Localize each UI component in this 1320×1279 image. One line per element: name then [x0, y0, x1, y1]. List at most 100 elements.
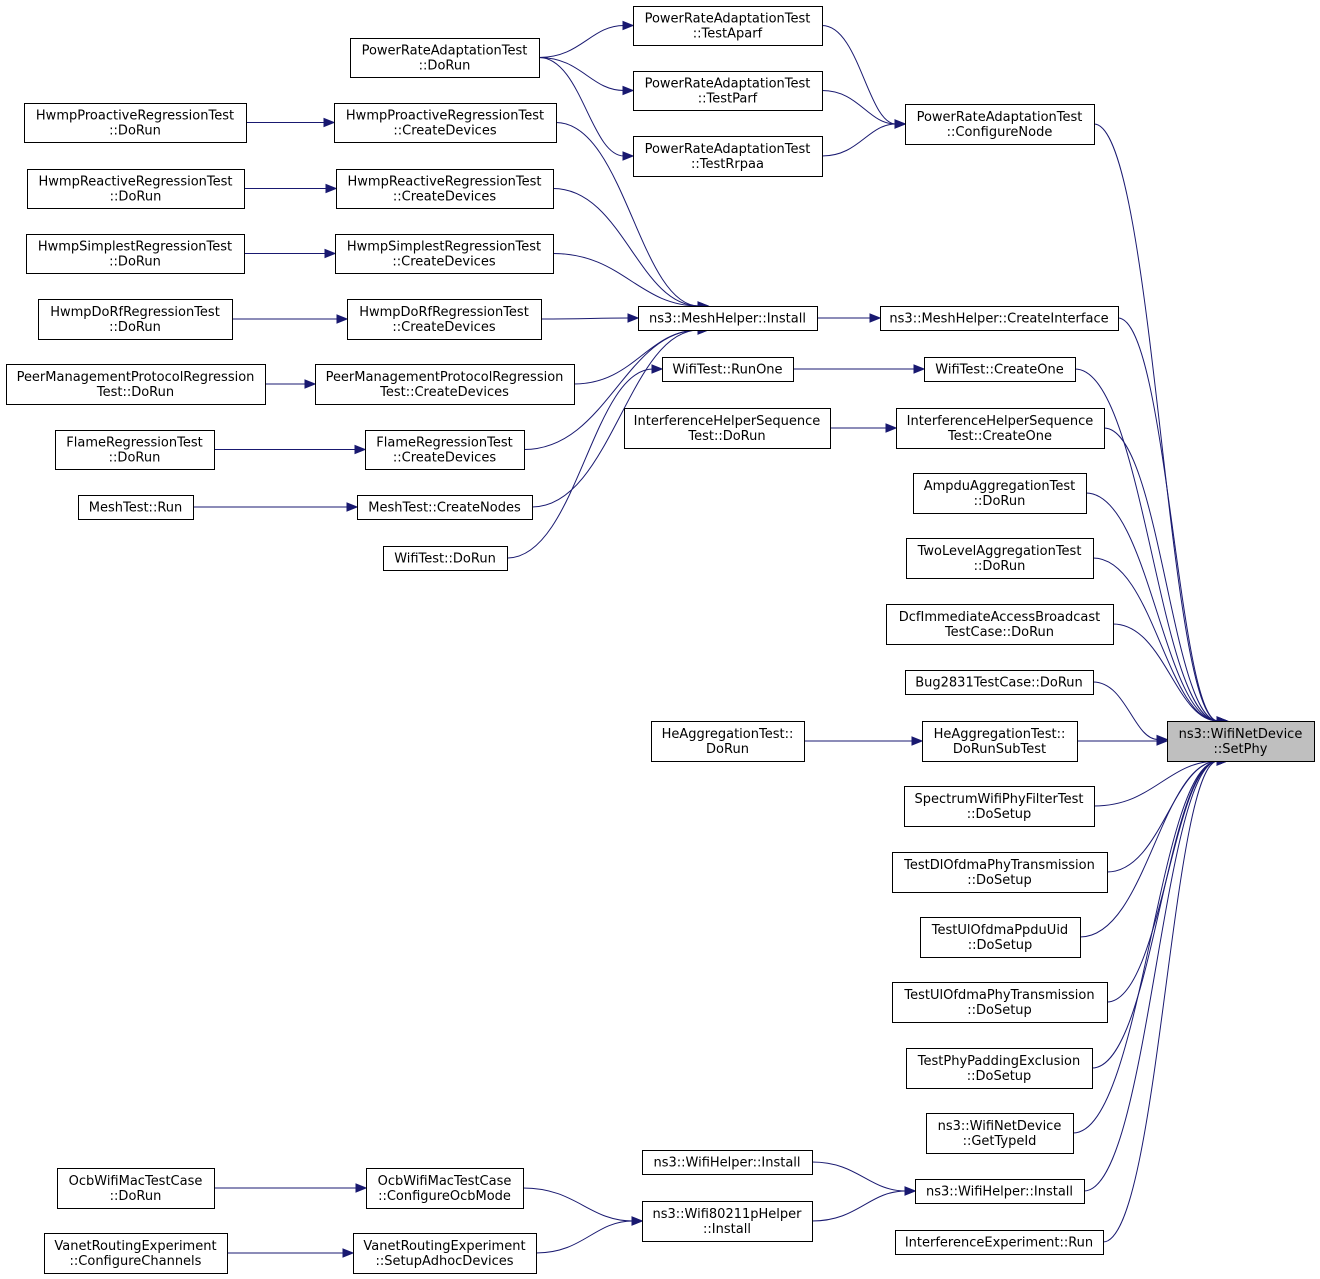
node-bug2831[interactable]: Bug2831TestCase::DoRun	[905, 670, 1094, 695]
node-box	[38, 299, 233, 340]
node-label-line: ::DoRun	[109, 451, 161, 466]
node-flame-cd[interactable]: FlameRegressionTest::CreateDevices	[365, 430, 525, 470]
node-label-line: FlameRegressionTest	[66, 436, 202, 451]
node-ocb-dorun[interactable]: OcbWifiMacTestCase::DoRun	[57, 1168, 215, 1209]
node-interf-run[interactable]: InterferenceExperiment::Run	[895, 1230, 1104, 1255]
node-flame-dorun[interactable]: FlameRegressionTest::DoRun	[55, 430, 215, 470]
node-label-line: Test::DoRun	[96, 385, 174, 400]
node-wifitest-runone[interactable]: WifiTest::RunOne	[662, 357, 794, 382]
node-label-line: ::ConfigureChannels	[70, 1254, 202, 1269]
node-box	[27, 169, 245, 209]
arrowhead	[323, 117, 336, 128]
node-label-line: ::CreateDevices	[392, 255, 495, 270]
node-box	[78, 495, 194, 520]
edge-ulofdma-to-root	[1106, 760, 1219, 1003]
node-dlofdma[interactable]: TestDlOfdmaPhyTransmission::DoSetup	[892, 852, 1108, 893]
arrowhead	[913, 364, 926, 374]
node-twolevel[interactable]: TwoLevelAggregationTest::DoRun	[906, 538, 1094, 579]
node-box	[662, 357, 794, 382]
node-root[interactable]: ns3::WifiNetDevice::SetPhy	[1167, 721, 1315, 762]
node-label-line: ns3::WifiHelper::Install	[653, 1156, 800, 1171]
node-label-line: ::DoRun	[110, 190, 162, 205]
node-hrea-cd[interactable]: HwmpReactiveRegressionTest::CreateDevice…	[336, 169, 554, 209]
edge-dcf-to-root	[1112, 623, 1219, 722]
node-box	[633, 6, 823, 46]
node-label-line: ::SetPhy	[1214, 742, 1268, 757]
node-label-line: VanetRoutingExperiment	[54, 1239, 216, 1254]
node-pmp-cd[interactable]: PeerManagementProtocolRegressionTest::Cr…	[315, 364, 575, 405]
node-ulofdma[interactable]: TestUlOfdmaPhyTransmission::DoSetup	[892, 982, 1108, 1023]
node-label-line: ::CreateDevices	[393, 190, 496, 205]
edge-meshhelper-ci-to-root	[1117, 317, 1219, 722]
node-w80211p[interactable]: ns3::Wifi80211pHelper::Install	[642, 1201, 813, 1242]
node-box	[633, 71, 823, 111]
node-box	[895, 1230, 1104, 1255]
node-hpro-dorun[interactable]: HwmpProactiveRegressionTest::DoRun	[24, 103, 247, 143]
node-label-line: PowerRateAdaptationTest	[645, 142, 811, 157]
node-label-line: ns3::MeshHelper::CreateInterface	[889, 312, 1108, 327]
node-hrea-dorun[interactable]: HwmpReactiveRegressionTest::DoRun	[27, 169, 245, 209]
node-padding[interactable]: TestPhyPaddingExclusion::DoSetup	[906, 1048, 1093, 1089]
node-ocb-config[interactable]: OcbWifiMacTestCase::ConfigureOcbMode	[366, 1168, 524, 1209]
node-label-line: ::DoRun	[109, 320, 161, 335]
node-mesh-cn[interactable]: MeshTest::CreateNodes	[357, 495, 533, 520]
node-hpro-cd[interactable]: HwmpProactiveRegressionTest::CreateDevic…	[334, 103, 557, 143]
node-hsim-cd[interactable]: HwmpSimplestRegressionTest::CreateDevice…	[335, 234, 554, 274]
node-heagg-dorun[interactable]: HeAggregationTest::DoRun	[651, 721, 805, 762]
node-spectrum[interactable]: SpectrumWifiPhyFilterTest::DoSetup	[904, 786, 1095, 827]
node-pr-rrpaa[interactable]: PowerRateAdaptationTest::TestRrpaa	[633, 136, 823, 177]
node-wifitest-createone[interactable]: WifiTest::CreateOne	[924, 357, 1076, 382]
arrowhead	[622, 20, 635, 31]
edge-hrea-cd-to-meshhelper-install	[552, 188, 700, 307]
node-box	[904, 786, 1095, 827]
edge-hdorf-cd-to-meshhelper-install	[540, 317, 630, 320]
node-wifihelper-install-a[interactable]: ns3::WifiHelper::Install	[642, 1150, 813, 1175]
edge-gettypeid-to-root	[1072, 760, 1219, 1134]
node-box	[920, 917, 1081, 958]
node-ulppdu[interactable]: TestUlOfdmaPpduUid::DoSetup	[920, 917, 1081, 958]
arrowhead	[336, 314, 349, 324]
node-box	[336, 169, 554, 209]
node-ihs-createone[interactable]: InterferenceHelperSequenceTest::CreateOn…	[896, 408, 1105, 449]
node-pr-aparf[interactable]: PowerRateAdaptationTest::TestAparf	[633, 6, 823, 46]
node-label-line: HwmpSimplestRegressionTest	[38, 240, 232, 255]
node-box	[892, 982, 1108, 1023]
node-label-line: OcbWifiMacTestCase	[69, 1174, 203, 1189]
node-dcf[interactable]: DcfImmediateAccessBroadcastTestCase::DoR…	[886, 604, 1114, 645]
node-mesh-run[interactable]: MeshTest::Run	[78, 495, 194, 520]
edge-interf-run-to-root	[1102, 760, 1219, 1243]
node-wifihelper-install-b[interactable]: ns3::WifiHelper::Install	[915, 1179, 1085, 1204]
node-meshhelper-install[interactable]: ns3::MeshHelper::Install	[638, 306, 818, 331]
node-pr-parf[interactable]: PowerRateAdaptationTest::TestParf	[633, 71, 823, 111]
node-box	[913, 473, 1087, 514]
node-gettypeid[interactable]: ns3::WifiNetDevice::GetTypeId	[926, 1113, 1074, 1154]
node-pr-dorun[interactable]: PowerRateAdaptationTest::DoRun	[350, 38, 540, 78]
node-box	[651, 721, 805, 762]
node-hsim-dorun[interactable]: HwmpSimplestRegressionTest::DoRun	[26, 234, 245, 274]
node-label-line: ::DoSetup	[967, 1069, 1032, 1084]
node-vanet-cc[interactable]: VanetRoutingExperiment::ConfigureChannel…	[44, 1233, 228, 1274]
node-label-line: HwmpReactiveRegressionTest	[39, 175, 233, 190]
node-box	[55, 430, 215, 470]
node-label-line: ::DoSetup	[967, 807, 1032, 822]
node-pmp-dorun[interactable]: PeerManagementProtocolRegressionTest::Do…	[6, 364, 266, 405]
node-hdorf-cd[interactable]: HwmpDoRfRegressionTest::CreateDevices	[347, 299, 542, 340]
node-pr-config[interactable]: PowerRateAdaptationTest::ConfigureNode	[905, 104, 1095, 145]
arrowhead	[627, 313, 640, 323]
edge-pr-rrpaa-to-pr-config	[821, 123, 897, 157]
node-box	[906, 538, 1094, 579]
node-heagg-sub[interactable]: HeAggregationTest::DoRunSubTest	[922, 721, 1078, 762]
node-label-line: MeshTest::Run	[89, 501, 183, 516]
node-box	[642, 1201, 813, 1242]
node-ampdu[interactable]: AmpduAggregationTest::DoRun	[913, 473, 1087, 514]
node-box	[383, 546, 508, 571]
node-meshhelper-ci[interactable]: ns3::MeshHelper::CreateInterface	[880, 306, 1119, 331]
node-box	[6, 364, 266, 405]
node-vanet-sad[interactable]: VanetRoutingExperiment::SetupAdhocDevice…	[353, 1233, 537, 1274]
edge-wifitest-createone-to-root	[1074, 368, 1219, 722]
node-box	[906, 1048, 1093, 1089]
node-wifitest-dorun[interactable]: WifiTest::DoRun	[383, 546, 508, 571]
edge-hpro-cd-to-meshhelper-install	[555, 122, 700, 307]
node-hdorf-dorun[interactable]: HwmpDoRfRegressionTest::DoRun	[38, 299, 233, 340]
